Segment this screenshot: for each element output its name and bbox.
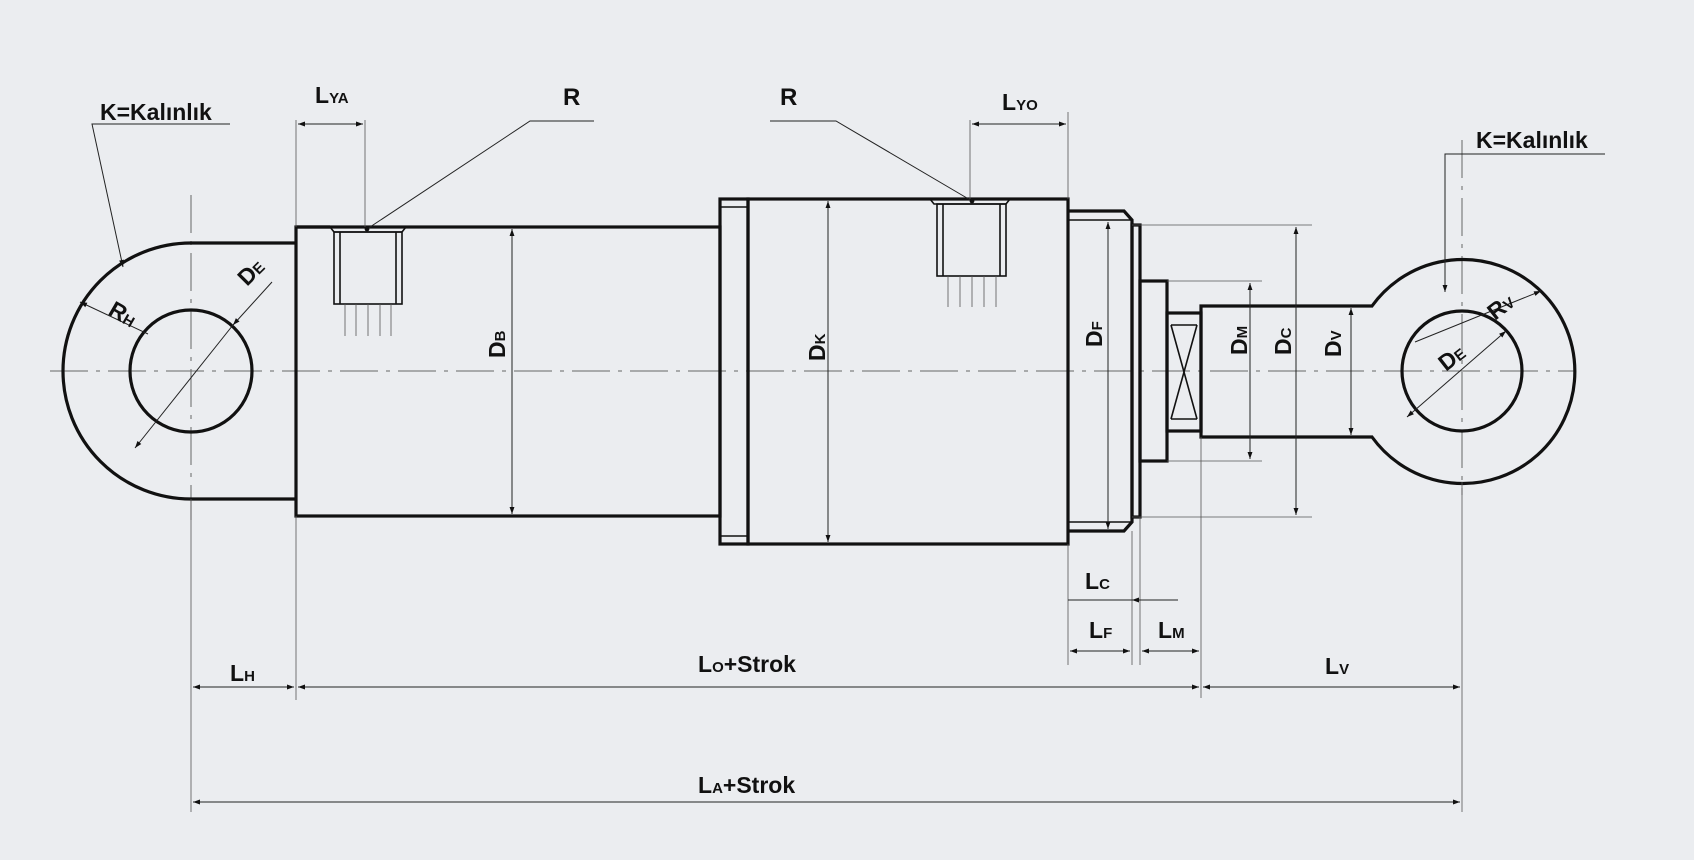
label-l-f: LF bbox=[1089, 617, 1112, 643]
dimension-lines bbox=[79, 121, 1542, 805]
radius-label-right: R bbox=[780, 84, 797, 111]
label-d-m: DM bbox=[1226, 326, 1252, 355]
label-d-k: DK bbox=[804, 333, 830, 361]
label-d-e-right: DE bbox=[1433, 339, 1470, 376]
label-d-b: DB bbox=[484, 330, 510, 358]
label-l-a-strok: LA+Strok bbox=[698, 772, 795, 798]
thickness-label-left: K=Kalınlık bbox=[100, 99, 212, 125]
radius-label-left: R bbox=[563, 84, 580, 111]
label-l-ya: LYA bbox=[315, 82, 349, 108]
cylinder-head bbox=[718, 197, 1070, 546]
extension-lines bbox=[190, 112, 1463, 812]
label-d-v: DV bbox=[1320, 330, 1346, 357]
label-r-v: RV bbox=[1482, 288, 1519, 325]
label-l-o-strok: LO+Strok bbox=[698, 651, 796, 677]
center-lines bbox=[50, 140, 1575, 520]
label-l-v: LV bbox=[1325, 653, 1349, 679]
thickness-label-right: K=Kalınlık bbox=[1476, 127, 1588, 153]
label-d-f: DF bbox=[1081, 321, 1107, 347]
label-r-h: RH bbox=[105, 296, 142, 332]
rod-lock-nut bbox=[1138, 279, 1203, 463]
rear-eye-clevis bbox=[61, 241, 296, 501]
labels: K=Kalınlık K=Kalınlık R R LYA LYO RH DE … bbox=[100, 82, 1588, 798]
rod-end-eye bbox=[1199, 257, 1577, 486]
label-d-e-left: DE bbox=[232, 253, 269, 290]
label-l-c: LC bbox=[1085, 568, 1110, 594]
label-l-m: LM bbox=[1158, 617, 1185, 643]
leader-lines bbox=[91, 120, 1605, 292]
label-l-yo: LYO bbox=[1002, 89, 1038, 115]
label-d-c: DC bbox=[1270, 327, 1296, 355]
label-l-h: LH bbox=[230, 660, 255, 686]
